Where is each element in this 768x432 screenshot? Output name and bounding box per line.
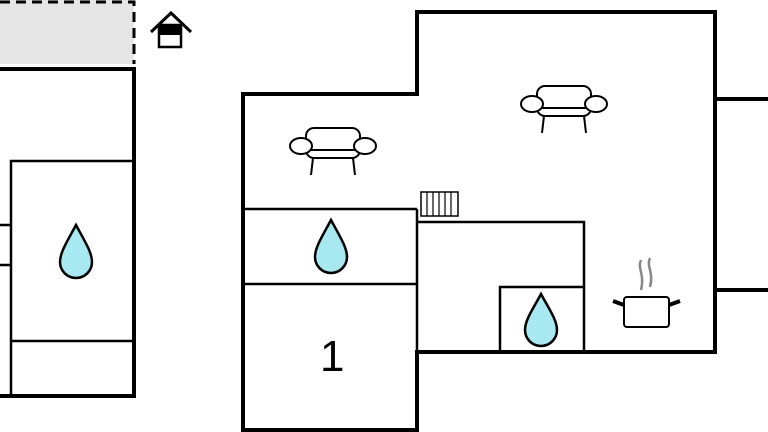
water-drop-icon bbox=[58, 222, 94, 280]
left-building bbox=[0, 67, 136, 398]
sofa-icon bbox=[520, 85, 608, 134]
radiator-icon bbox=[420, 191, 459, 217]
water-drop-icon bbox=[313, 217, 349, 275]
annex-area bbox=[0, 0, 136, 64]
room-number-label: 1 bbox=[320, 332, 345, 381]
main-building bbox=[241, 10, 768, 432]
cooking-pot-icon bbox=[612, 257, 681, 328]
sofa-icon bbox=[289, 127, 377, 176]
entrance-icon bbox=[149, 10, 193, 49]
water-drop-icon bbox=[523, 291, 559, 348]
